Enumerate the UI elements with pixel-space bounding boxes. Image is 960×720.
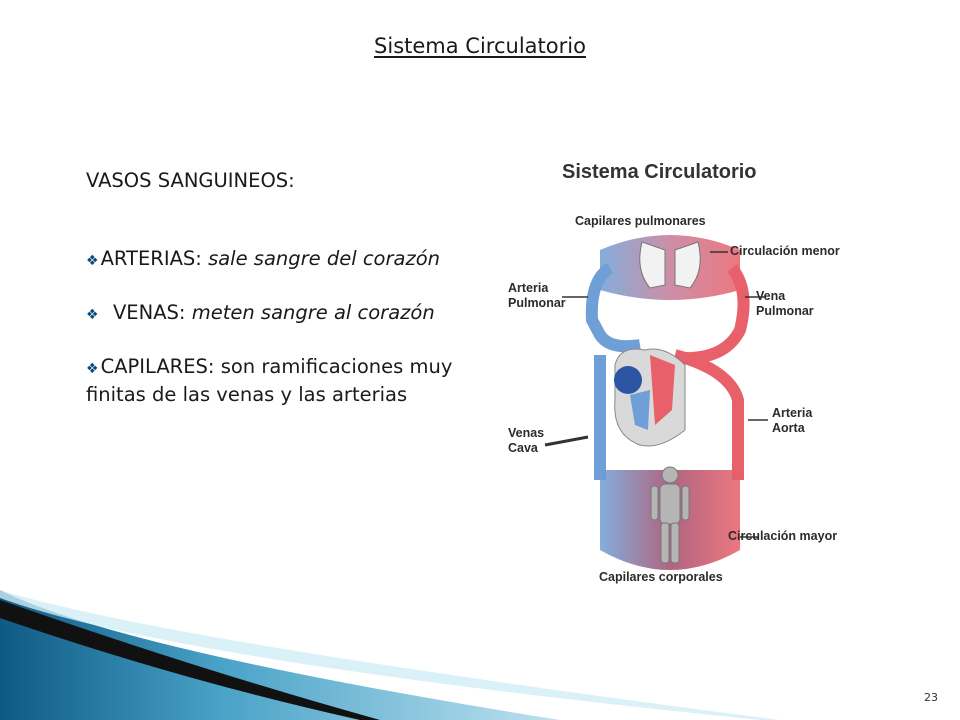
label-capilares-corporales: Capilares corporales xyxy=(599,570,723,584)
slide-title: Sistema Circulatorio xyxy=(374,34,586,58)
pulmonary-vein-vessel xyxy=(679,264,750,365)
label-arteria-pulmonar-line2: Pulmonar xyxy=(508,296,566,310)
bullet-venas: ❖ VENAS: meten sangre al corazón xyxy=(86,300,476,328)
left-ventricle xyxy=(650,355,675,425)
text-content: VASOS SANGUINEOS: ❖ARTERIAS: sale sangre… xyxy=(86,168,476,434)
label-circulacion-menor: Circulación menor xyxy=(730,244,840,258)
leader-lines xyxy=(544,251,768,538)
right-ventricle xyxy=(630,390,650,430)
bullet-desc: son ramificaciones muy finitas de las ve… xyxy=(86,355,453,406)
label-arteria-pulmonar-line1: Arteria xyxy=(508,281,549,295)
section-heading: VASOS SANGUINEOS: xyxy=(86,169,295,192)
pulmonary-artery-vessel xyxy=(585,262,641,353)
diamond-bullet-icon: ❖ xyxy=(86,361,99,377)
right-atrium xyxy=(614,366,642,394)
diamond-bullet-icon: ❖ xyxy=(86,307,99,323)
pulmonary-capillaries xyxy=(600,235,740,300)
bullet-term: ARTERIAS: xyxy=(100,247,202,270)
left-lung-icon xyxy=(639,241,666,289)
page-number: 23 xyxy=(924,691,938,704)
diagram-title: Sistema Circulatorio xyxy=(562,161,757,183)
label-venas-cava-line1: Venas xyxy=(508,426,544,440)
label-vena-pulmonar-line1: Vena xyxy=(756,289,786,303)
label-venas-cava-line2: Cava xyxy=(508,441,539,455)
aorta-vessel xyxy=(673,349,744,480)
label-arteria-aorta-line1: Arteria xyxy=(772,406,813,420)
circulatory-diagram: Sistema Circulatorio Capilares pulmonare… xyxy=(508,161,840,584)
label-capilares-pulmonares: Capilares pulmonares xyxy=(575,214,706,228)
right-lung-icon xyxy=(674,241,701,289)
bullet-term: CAPILARES: xyxy=(100,355,215,378)
diamond-bullet-icon: ❖ xyxy=(86,253,99,269)
footer-swoosh xyxy=(0,590,780,720)
bullet-term: VENAS: xyxy=(112,301,186,324)
human-silhouette-icon xyxy=(650,466,690,564)
bullet-capilares: ❖CAPILARES: son ramificaciones muy finit… xyxy=(86,354,476,408)
label-circulacion-mayor: Circulación mayor xyxy=(728,529,837,543)
bullet-desc: meten sangre al corazón xyxy=(191,301,435,324)
bullet-arterias: ❖ARTERIAS: sale sangre del corazón xyxy=(86,246,476,274)
heart-icon xyxy=(614,348,686,447)
label-vena-pulmonar-line2: Pulmonar xyxy=(756,304,814,318)
bullet-desc: sale sangre del corazón xyxy=(208,247,440,270)
label-arteria-aorta-line2: Aorta xyxy=(772,421,806,435)
